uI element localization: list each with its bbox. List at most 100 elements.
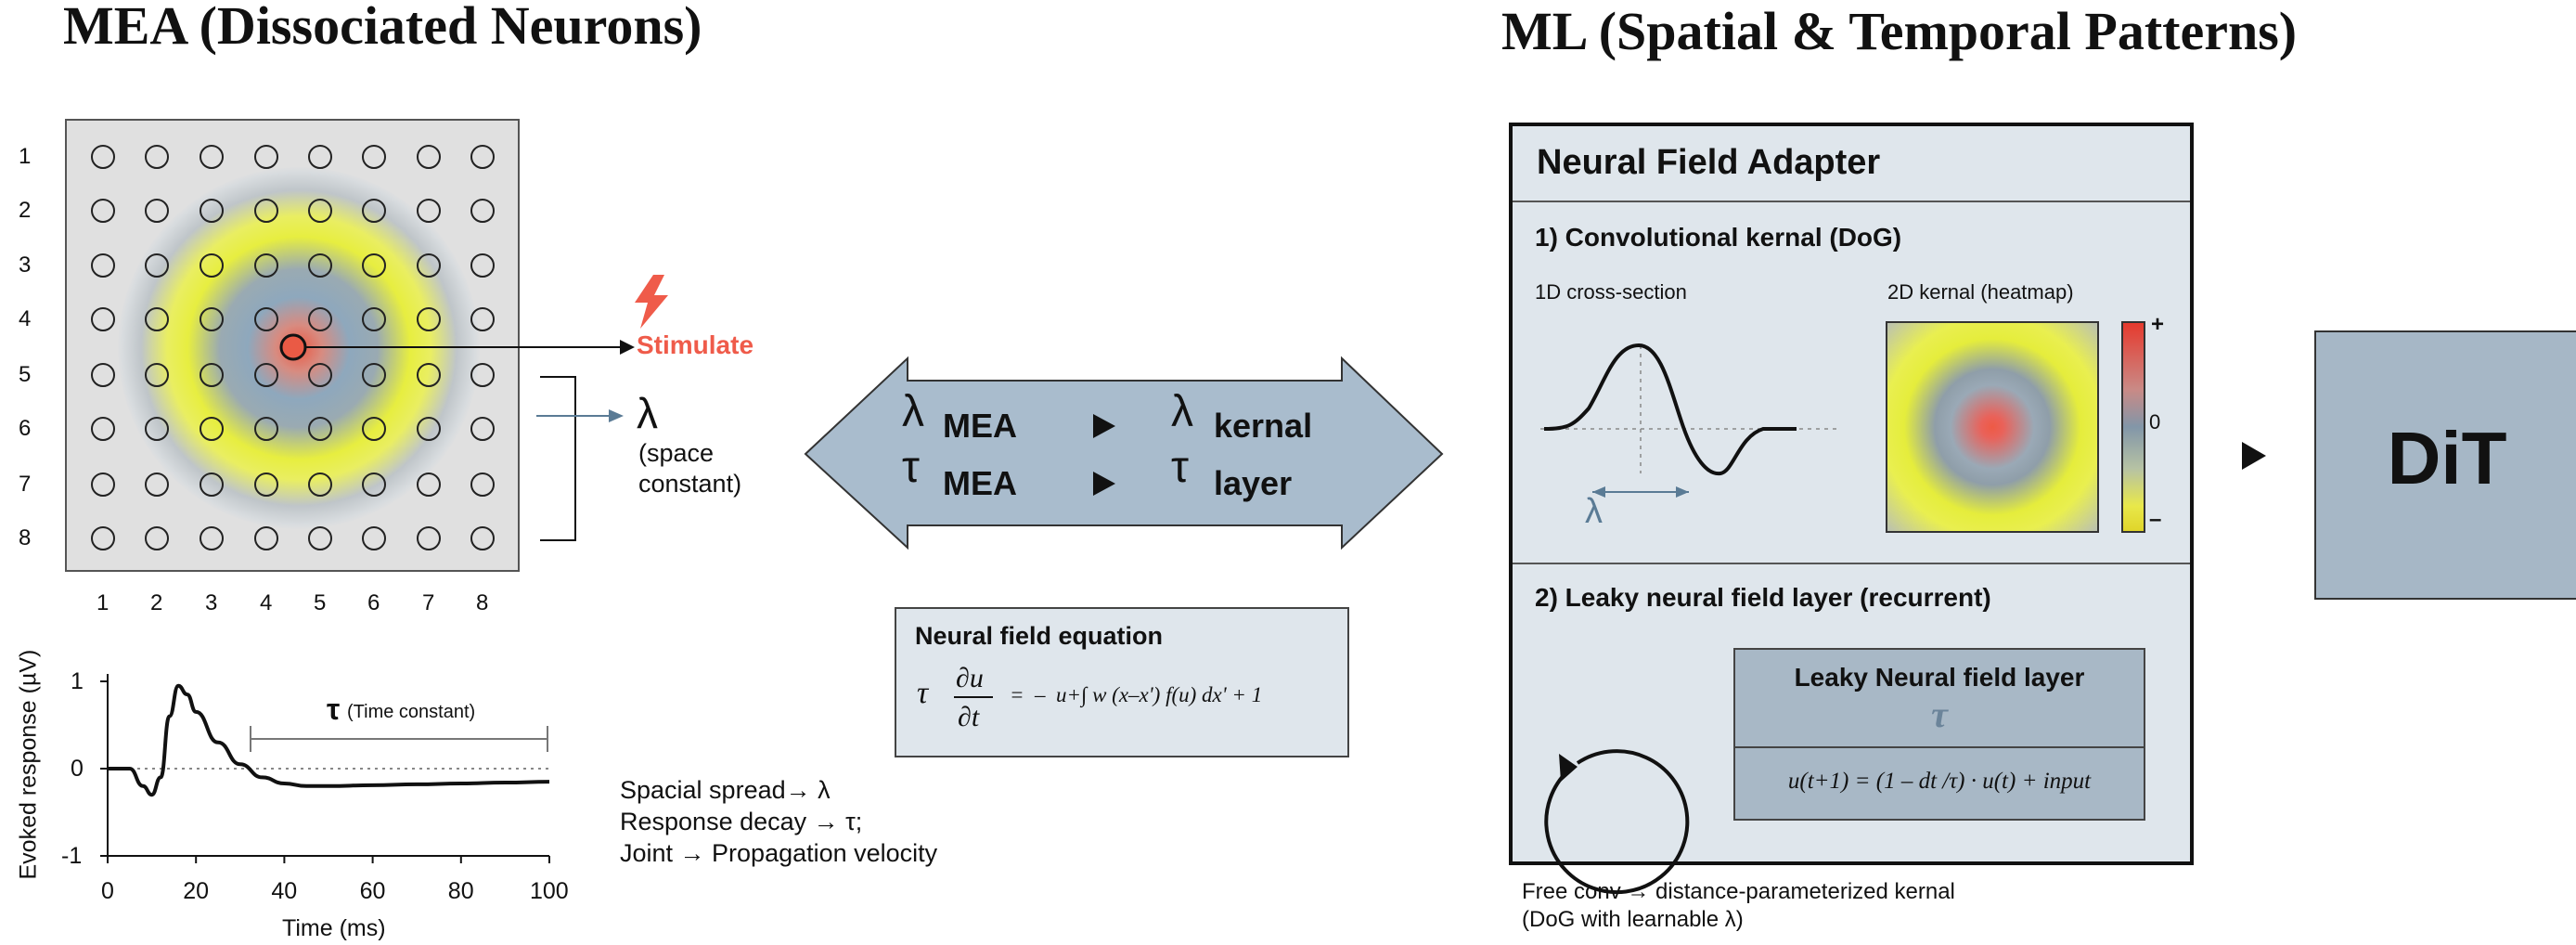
electrode: [308, 145, 332, 169]
note-line-1: Spacial spread→ λ: [620, 776, 831, 804]
map-r2-right-sub: layer: [1214, 464, 1293, 502]
electrode: [91, 307, 115, 331]
electrode: [254, 307, 278, 331]
electrode: [200, 526, 224, 550]
electrode: [145, 363, 169, 387]
heatmap-label: 2D kernal (heatmap): [1887, 280, 2074, 304]
plot-ytick-label: 0: [71, 756, 84, 782]
electrode: [470, 307, 495, 331]
arrowhead-to-dit: [2242, 442, 2266, 470]
equation-num: ∂u: [956, 663, 984, 693]
electrode: [145, 307, 169, 331]
space-lambda: λ: [637, 389, 658, 437]
dog-curve: [1543, 343, 1797, 476]
equation-box: Neural field equation τ ∂u ∂t = – u+∫ w …: [895, 607, 1349, 757]
electrode: [308, 307, 332, 331]
electrode: [417, 253, 441, 278]
adapter-footer: Free conv → distance-parameterized kerna…: [1522, 878, 1955, 934]
electrode: [200, 253, 224, 278]
equation-tau: τ: [917, 676, 929, 710]
electrode: [254, 199, 278, 223]
adapter-divider-1: [1513, 201, 2190, 202]
lambda-arrowhead: [609, 409, 624, 422]
grid-col-label: 3: [205, 590, 218, 615]
leaky-tau: τ: [1931, 693, 1948, 735]
equation-rhs: = – u+∫ w (x–x') f(u) dx' + 1: [1010, 683, 1263, 706]
adapter-divider-2: [1513, 563, 2190, 564]
map-arrowhead-1: [1093, 414, 1115, 438]
equation-fraction-bar: [954, 696, 993, 698]
space-constant-label: (space constant): [638, 438, 741, 499]
grid-row-label: 8: [19, 525, 32, 550]
grid-row-label: 1: [19, 144, 32, 169]
left-title: MEA (Dissociated Neurons): [63, 0, 702, 56]
stimulate-arrowhead: [620, 340, 635, 355]
tau-desc: (Time constant): [347, 702, 476, 722]
electrode: [470, 145, 495, 169]
grid-col-label: 8: [476, 590, 489, 615]
electrode: [254, 526, 278, 550]
electrode: [470, 472, 495, 497]
dit-label: DiT: [2387, 417, 2507, 499]
tau-symbol: τ: [327, 693, 341, 726]
electrode: [362, 526, 386, 550]
electrode: [91, 145, 115, 169]
right-title: ML (Spatial & Temporal Patterns): [1501, 1, 2298, 61]
colorbar-zero: 0: [2149, 410, 2161, 434]
electrode: [417, 363, 441, 387]
space-constant-line2: constant): [638, 470, 742, 498]
leaky-section-title: 2) Leaky neural field layer (recurrent): [1535, 583, 1991, 612]
electrode: [254, 472, 278, 497]
lightning-icon: [635, 275, 668, 329]
conv-section-title: 1) Convolutional kernal (DoG): [1535, 223, 1902, 252]
neural-field-adapter-panel: Neural Field Adapter 1) Convolutional ke…: [1509, 123, 2194, 865]
electrode: [308, 472, 332, 497]
electrode: [362, 253, 386, 278]
colorbar-plus: +: [2151, 312, 2165, 337]
electrode: [145, 253, 169, 278]
electrode: [91, 417, 115, 441]
note-line-2: Response decay → τ;: [620, 808, 863, 835]
electrode: [145, 145, 169, 169]
leaky-equation: u(t+1) = (1 – dt /τ) · u(t) + input: [1787, 769, 2092, 794]
grid-col-label: 5: [314, 590, 327, 615]
electrode: [91, 363, 115, 387]
electrode: [470, 526, 495, 550]
grid-col-label: 7: [422, 590, 435, 615]
leaky-title: Leaky Neural field layer: [1794, 663, 2085, 692]
plot-xtick-label: 80: [447, 878, 474, 904]
mapping-double-arrow: [804, 356, 1444, 550]
plot-xlabel: Time (ms): [282, 915, 386, 941]
electrode: [308, 363, 332, 387]
footer-line-1: Free conv → distance-parameterized kerna…: [1522, 879, 1955, 904]
electrode: [254, 417, 278, 441]
electrode: [417, 199, 441, 223]
grid-row-label: 2: [19, 198, 32, 223]
cross-section-lambda: λ: [1585, 492, 1603, 531]
electrode: [308, 199, 332, 223]
kernel-heatmap: [1886, 321, 2099, 533]
electrode: [254, 363, 278, 387]
electrode: [362, 145, 386, 169]
electrode: [417, 145, 441, 169]
electrode: [91, 199, 115, 223]
map-r2-right-sym: τ: [1171, 443, 1189, 492]
electrode: [254, 253, 278, 278]
grid-row-label: 7: [19, 472, 32, 497]
electrode: [91, 472, 115, 497]
electrode: [200, 307, 224, 331]
plot-xtick-label: 20: [183, 878, 209, 904]
plot-xtick-label: 0: [101, 878, 114, 904]
note-line-3: Joint → Propagation velocity: [620, 839, 938, 867]
grid-col-label: 2: [150, 590, 163, 615]
grid-row-label: 5: [19, 362, 32, 387]
electrode: [470, 199, 495, 223]
electrode: [200, 472, 224, 497]
grid-row-label: 3: [19, 252, 32, 278]
grid-col-label: 6: [367, 590, 380, 615]
electrode: [145, 199, 169, 223]
stimulated-electrode: [279, 333, 307, 361]
equation-title: Neural field equation: [915, 622, 1164, 650]
